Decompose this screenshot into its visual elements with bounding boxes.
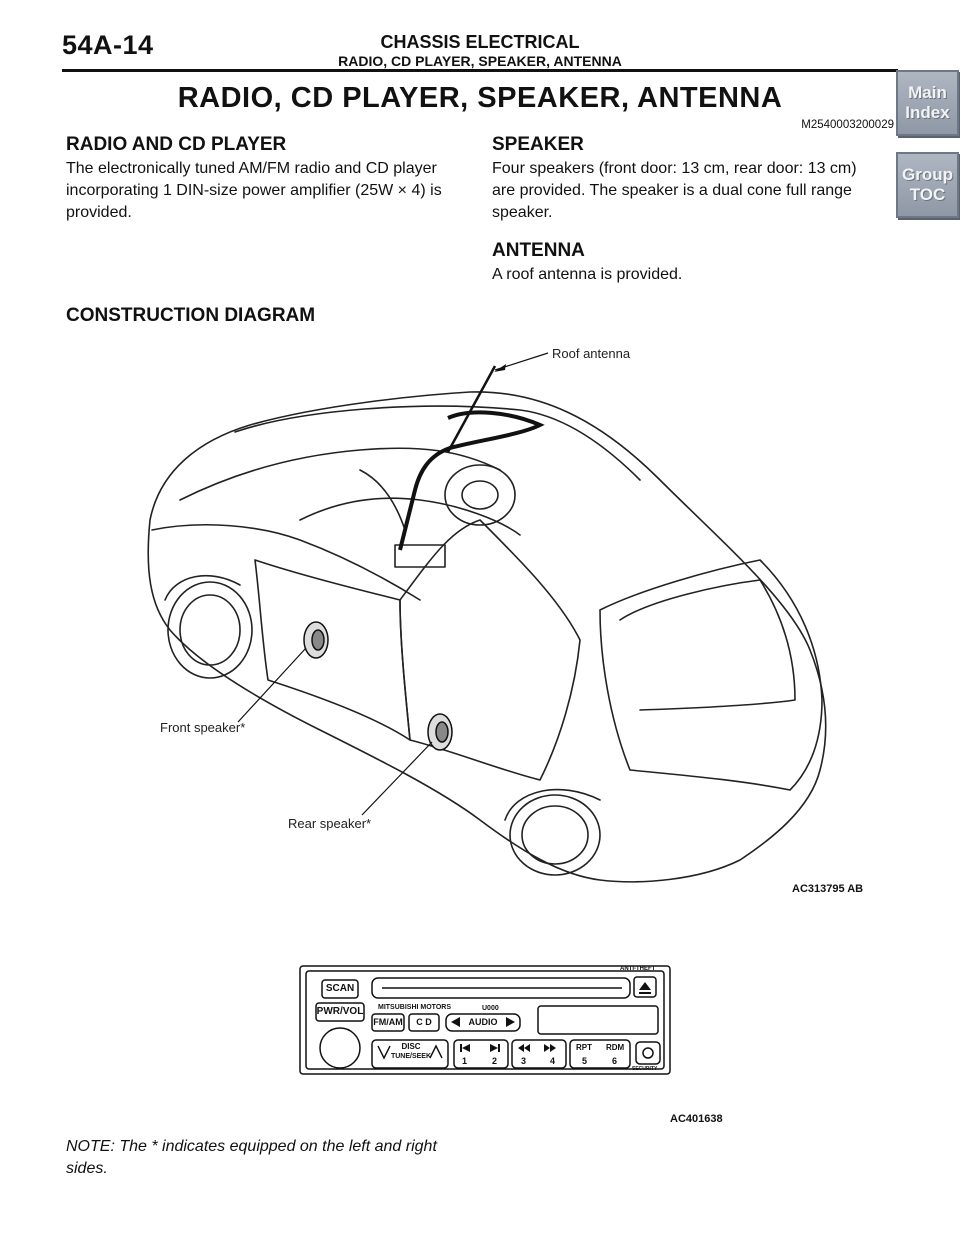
front-speaker-leader: [237, 647, 307, 723]
rear-door: [399, 519, 581, 781]
radio-unit-outline: [394, 544, 446, 568]
preset-5: 5: [582, 1056, 588, 1066]
radio-face-diagram: [299, 965, 671, 1075]
rear-speaker: [427, 713, 453, 751]
preset-5-6-shape: [569, 1039, 631, 1069]
scan-button-shape: [321, 979, 359, 999]
note-paragraph: NOTE: The * indicates equipped on the le…: [66, 1136, 486, 1180]
tailgate: [599, 559, 823, 791]
preset-1: 1: [462, 1056, 468, 1066]
anti-theft-label: ANTI-THEFT: [620, 966, 656, 972]
disc-down-icon: [377, 1045, 391, 1060]
construction-diagram: [147, 352, 827, 883]
group-toc-line2: TOC: [909, 185, 946, 204]
preset-1-2-shape: [453, 1039, 509, 1069]
disc-tune-shape: [371, 1039, 449, 1069]
preset-4: 4: [550, 1056, 556, 1066]
volume-knob: [319, 1027, 361, 1069]
scan-button: SCAN: [325, 983, 355, 994]
preset-6: 6: [612, 1056, 618, 1066]
antenna-cable: [398, 410, 545, 551]
radio-line: incorporating 1 DIN-size power amplifier…: [66, 182, 442, 199]
construction-heading: CONSTRUCTION DIAGRAM: [66, 305, 316, 326]
cd-slot: [371, 977, 631, 999]
security-button-shape: [635, 1041, 661, 1065]
main-index-line2: Index: [905, 103, 950, 122]
rdm-button: RDM: [606, 1043, 625, 1052]
preset-3: 3: [521, 1056, 527, 1066]
audio-button: AUDIO: [468, 1017, 498, 1027]
antenna-line: A roof antenna is provided.: [492, 266, 683, 283]
speaker-paragraph: Four speakers (front door: 13 cm, rear d…: [492, 158, 892, 224]
group-title: CHASSIS ELECTRICAL: [380, 32, 580, 52]
speaker-heading: SPEAKER: [492, 134, 584, 155]
car-body-outline: [147, 391, 827, 883]
pwr-vol-button-shape: [315, 1002, 365, 1022]
cd-button: C D: [416, 1017, 432, 1027]
section-subtitle: RADIO, CD PLAYER, SPEAKER, ANTENNA: [338, 53, 622, 69]
rear-speaker-label: Rear speaker*: [288, 816, 372, 831]
radio-paragraph: The electronically tuned AM/FM radio and…: [66, 158, 476, 224]
seek-next-icon: [490, 1044, 498, 1052]
hood: [151, 524, 421, 601]
speaker-line: are provided. The speaker is a dual cone…: [492, 182, 852, 199]
audio-right-icon: [506, 1017, 515, 1027]
disc-button: DISC: [401, 1042, 421, 1051]
audio-left-icon: [451, 1017, 460, 1027]
page-title: RADIO, CD PLAYER, SPEAKER, ANTENNA: [177, 82, 783, 114]
security-label: SECURITY: [632, 1066, 658, 1072]
roof-line: [234, 405, 641, 481]
antenna-heading: ANTENNA: [492, 240, 585, 261]
model-label: U000: [482, 1005, 499, 1012]
speaker-line: speaker.: [492, 204, 553, 221]
display-window: [537, 1005, 659, 1035]
steering-wheel: [444, 464, 516, 526]
document-code: M2540003200029: [801, 119, 894, 131]
radio-line: provided.: [66, 204, 132, 221]
figure2-code: AC401638: [670, 1113, 723, 1125]
pwr-vol-button: PWR/VOL: [316, 1006, 364, 1017]
roof-antenna-label: Roof antenna: [552, 346, 631, 361]
front-speaker: [303, 621, 329, 659]
eject-button-shape: [633, 976, 657, 998]
preset-3-4-shape: [511, 1039, 567, 1069]
front-door: [254, 559, 411, 741]
disc-up-icon: [429, 1044, 443, 1059]
fm-am-button: FM/AM: [373, 1017, 403, 1027]
radio-heading: RADIO AND CD PLAYER: [66, 134, 287, 155]
cd-button-shape: [408, 1013, 440, 1032]
antenna-mast: [446, 365, 497, 453]
radio-outer-frame: [299, 965, 671, 1075]
front-wheel: [167, 581, 253, 679]
preset-2: 2: [492, 1056, 498, 1066]
main-index-line1: Main: [908, 83, 947, 102]
dashboard: [299, 497, 521, 536]
tune-seek-button: TUNE/SEEK: [390, 1053, 432, 1060]
group-toc-line1: Group: [902, 165, 953, 184]
main-index-button[interactable]: Main Index: [896, 70, 959, 136]
rewind-icon: [518, 1044, 524, 1052]
rear-wheel: [509, 794, 601, 876]
header-rule: [62, 69, 898, 72]
note-line: NOTE: The * indicates equipped on the le…: [66, 1138, 437, 1155]
audio-nav-shape: [445, 1013, 521, 1032]
eject-icon: [639, 982, 651, 990]
group-toc-button[interactable]: Group TOC: [896, 152, 959, 218]
fm-am-button-shape: [371, 1013, 405, 1032]
page-number: 54A-14: [62, 30, 154, 60]
rear-speaker-leader: [361, 741, 433, 816]
fast-forward-icon: [550, 1044, 556, 1052]
rpt-button: RPT: [576, 1043, 592, 1052]
brand-label: MITSUBISHI MOTORS: [378, 1004, 451, 1011]
seek-prev-icon: [462, 1044, 470, 1052]
antenna-paragraph: A roof antenna is provided.: [492, 264, 682, 286]
front-speaker-label: Front speaker*: [160, 720, 246, 735]
radio-line: The electronically tuned AM/FM radio and…: [66, 160, 437, 177]
speaker-line: Four speakers (front door: 13 cm, rear d…: [492, 160, 857, 177]
windshield: [179, 447, 501, 501]
figure1-code: AC313795 AB: [792, 883, 864, 895]
note-line: sides.: [66, 1160, 108, 1177]
